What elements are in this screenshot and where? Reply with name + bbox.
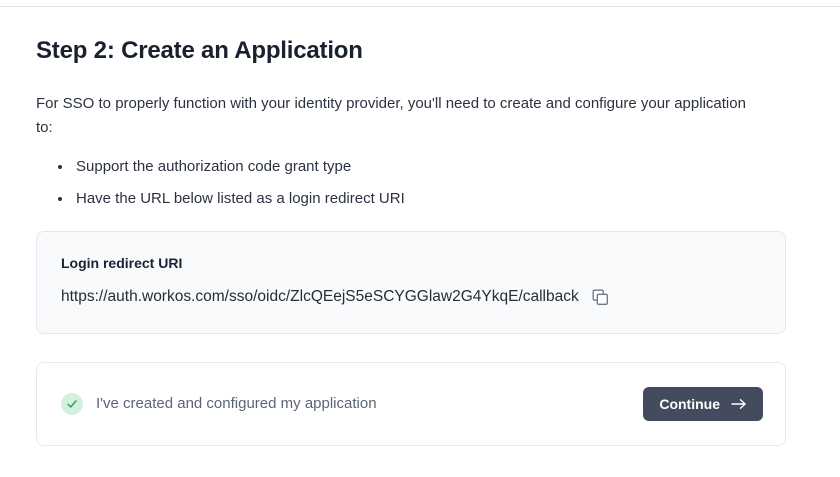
copy-icon[interactable] xyxy=(592,288,610,306)
page-title: Step 2: Create an Application xyxy=(36,37,363,64)
intro-paragraph: For SSO to properly function with your i… xyxy=(36,95,746,136)
confirmation-text: I've created and configured my applicati… xyxy=(96,395,377,412)
confirmation-status: I've created and configured my applicati… xyxy=(61,393,643,415)
continue-button[interactable]: Continue xyxy=(643,387,763,421)
redirect-uri-label: Login redirect URI xyxy=(61,255,183,271)
redirect-uri-value: https://auth.workos.com/sso/oidc/ZlcQEej… xyxy=(61,288,579,305)
confirmation-card: I've created and configured my applicati… xyxy=(36,362,786,446)
requirements-list: Support the authorization code grant typ… xyxy=(36,140,786,210)
list-item: Support the authorization code grant typ… xyxy=(58,156,786,178)
redirect-uri-row: https://auth.workos.com/sso/oidc/ZlcQEej… xyxy=(61,286,761,308)
list-item: Have the URL below listed as a login red… xyxy=(58,188,786,210)
content-column: Step 2: Create an Application For SSO to… xyxy=(36,0,786,446)
check-icon xyxy=(61,393,83,415)
redirect-uri-card: Login redirect URI https://auth.workos.c… xyxy=(36,231,786,334)
top-divider xyxy=(0,6,840,7)
arrow-right-icon xyxy=(731,398,747,410)
continue-button-label: Continue xyxy=(659,396,720,412)
